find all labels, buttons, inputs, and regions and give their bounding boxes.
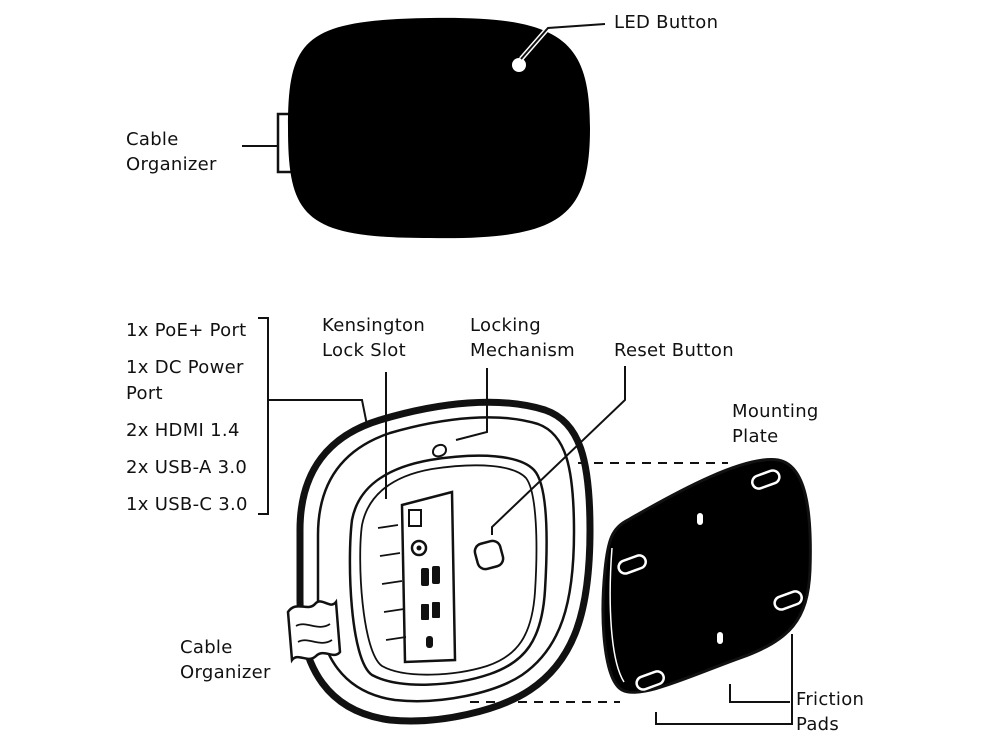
- friction-leader: [729, 684, 790, 703]
- mounting-slot-1: [697, 513, 703, 525]
- top-view: [242, 17, 606, 239]
- led-button-dot: [512, 58, 526, 72]
- label-led-button: LED Button: [614, 12, 719, 33]
- label-locking-2: Mechanism: [470, 340, 575, 361]
- hdmi-port-1: [421, 568, 429, 586]
- label-kensington-2: Lock Slot: [322, 340, 406, 361]
- friction-pad-2: [751, 469, 781, 490]
- side-ribs: [377, 524, 407, 641]
- label-dc-power: 1x DC Power: [126, 357, 244, 378]
- reset-button: [473, 539, 505, 571]
- usb-a-port-1: [421, 604, 429, 620]
- friction-pad-3: [773, 590, 803, 611]
- locking-leader: [455, 368, 488, 441]
- mounting-plate-body: [601, 458, 812, 694]
- label-locking-1: Locking: [470, 315, 541, 336]
- mounting-plate-edge: [609, 547, 625, 683]
- mounting-slot-2: [717, 632, 723, 644]
- label-cable-organizer-bottom-2: Organizer: [180, 662, 271, 683]
- housing-inner-well-2: [359, 464, 538, 676]
- device-top-body: [288, 17, 590, 239]
- mounting-plate: [470, 458, 812, 725]
- label-friction-pads-1: Friction: [796, 689, 865, 710]
- label-cable-organizer-top-1: Cable: [126, 129, 179, 150]
- friction-pad-4: [635, 670, 665, 691]
- label-usb-c: 1x USB-C 3.0: [126, 494, 248, 515]
- label-poe-port: 1x PoE+ Port: [126, 320, 247, 341]
- label-kensington-1: Kensington: [322, 315, 426, 336]
- friction-bracket: [655, 634, 793, 725]
- usb-a-port-2: [432, 602, 440, 618]
- label-dc-power-port: Port: [126, 383, 163, 404]
- housing-inner-well: [348, 454, 548, 686]
- hdmi-port-2: [432, 566, 440, 584]
- housing-inner-rim: [316, 416, 576, 703]
- label-friction-pads-2: Pads: [796, 714, 840, 735]
- label-cable-organizer-top-2: Organizer: [126, 154, 217, 175]
- label-reset-button: Reset Button: [614, 340, 734, 361]
- locking-mechanism: [431, 444, 448, 458]
- label-hdmi: 2x HDMI 1.4: [126, 420, 240, 441]
- bottom-view-housing: [286, 366, 626, 725]
- usb-c-port: [426, 636, 433, 648]
- label-mounting-plate-2: Plate: [732, 426, 779, 447]
- label-mounting-plate-1: Mounting: [732, 401, 819, 422]
- reset-leader: [491, 366, 626, 535]
- side-cable-organizer-fold: [295, 623, 333, 644]
- poe-port: [408, 509, 422, 527]
- dc-power-port-pin: [416, 545, 422, 551]
- side-cable-organizer: [286, 598, 342, 664]
- friction-pad-1: [617, 554, 647, 575]
- led-leader-line-ink: [520, 23, 606, 60]
- label-cable-organizer-bottom-1: Cable: [180, 637, 233, 658]
- label-usb-a: 2x USB-A 3.0: [126, 457, 248, 478]
